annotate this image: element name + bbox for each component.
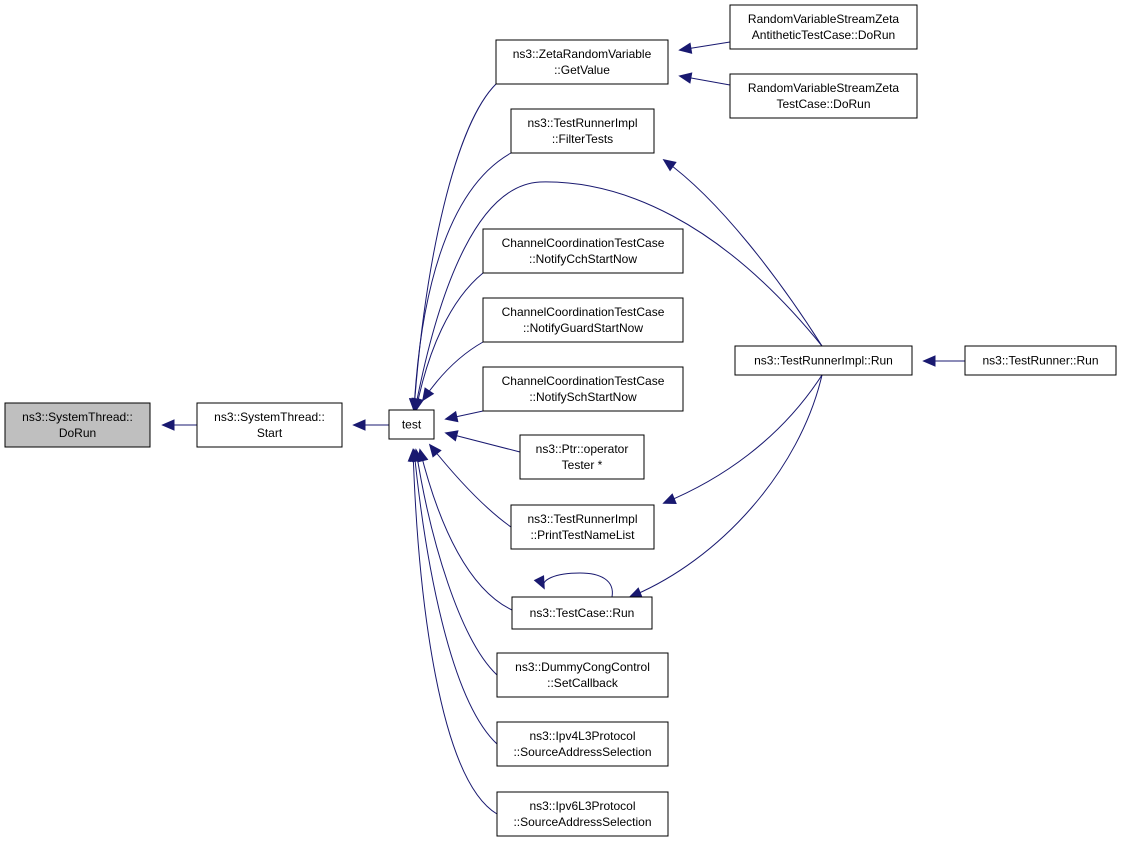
node-box-dummy[interactable] (496, 652, 669, 698)
arrowhead-runnerimpl_run-to-printlist (662, 493, 677, 504)
node-label-printlist-line-0: ns3::TestRunnerImpl (527, 512, 637, 526)
edge-ptr-to-test (445, 432, 521, 453)
node-label-dorun-line-0: ns3::SystemThread:: (22, 410, 133, 424)
node-label-filtertests-line-1: ::FilterTests (552, 132, 613, 146)
node-box-sch[interactable] (482, 366, 684, 412)
edge-runnerimpl_run-to-filtertests (663, 159, 823, 347)
node-box-test[interactable] (388, 409, 435, 440)
node-label-ipv6-line-1: ::SourceAddressSelection (513, 815, 651, 829)
node-label-ptr-line-1: Tester * (562, 458, 603, 472)
node-box-zeta_anti[interactable] (729, 4, 918, 50)
call-graph-edges (161, 41, 965, 815)
arrowhead-zeta_tc-to-zeta_getvalue (678, 72, 693, 84)
arrowhead-ipv6-to-test (407, 448, 420, 462)
node-ipv4[interactable]: ns3::Ipv4L3Protocol::SourceAddressSelect… (496, 721, 669, 767)
node-box-ptr[interactable] (519, 434, 645, 480)
edge-dummy-to-test (415, 449, 498, 676)
node-runner_run[interactable]: ns3::TestRunner::Run (964, 345, 1117, 376)
edge-ipv4-to-test (413, 449, 498, 745)
node-box-zeta_tc[interactable] (729, 73, 918, 119)
arrowhead-runnerimpl_run-to-filtertests (662, 158, 677, 172)
node-label-tc_run-line-0: ns3::TestCase::Run (530, 606, 635, 620)
node-label-runner_run-line-0: ns3::TestRunner::Run (982, 354, 1098, 368)
node-start[interactable]: ns3::SystemThread::Start (196, 402, 343, 448)
edge-runnerimpl_run-to-test (414, 181, 823, 411)
node-dummy[interactable]: ns3::DummyCongControl::SetCallback (496, 652, 669, 698)
node-label-dorun-line-1: DoRun (59, 426, 96, 440)
node-box-cch[interactable] (482, 228, 684, 274)
node-test[interactable]: test (388, 409, 435, 440)
node-box-guard[interactable] (482, 297, 684, 343)
node-label-cch-line-0: ChannelCoordinationTestCase (502, 236, 665, 250)
node-label-start-line-0: ns3::SystemThread:: (214, 410, 325, 424)
node-label-ipv4-line-0: ns3::Ipv4L3Protocol (529, 729, 635, 743)
arrowhead-cch-to-test (412, 397, 424, 412)
edge-tc_run-to-tc_run (542, 572, 613, 598)
node-label-zeta_tc-line-0: RandomVariableStreamZeta (748, 81, 900, 95)
edge-tc_run-to-test (419, 449, 513, 611)
arrowhead-tc_run-to-tc_run (533, 575, 545, 590)
call-graph-nodes: ns3::SystemThread::DoRunns3::SystemThrea… (4, 4, 1117, 837)
node-label-zeta_tc-line-1: TestCase::DoRun (776, 97, 870, 111)
node-label-test-line-0: test (402, 418, 422, 432)
node-label-zeta_anti-line-1: AntitheticTestCase::DoRun (752, 28, 895, 42)
node-label-dummy-line-0: ns3::DummyCongControl (515, 660, 650, 674)
node-ipv6[interactable]: ns3::Ipv6L3Protocol::SourceAddressSelect… (496, 791, 669, 837)
edge-printlist-to-test (429, 444, 512, 528)
node-cch[interactable]: ChannelCoordinationTestCase::NotifyCchSt… (482, 228, 684, 274)
node-box-ipv4[interactable] (496, 721, 669, 767)
node-guard[interactable]: ChannelCoordinationTestCase::NotifyGuard… (482, 297, 684, 343)
arrowhead-ptr-to-test (444, 430, 459, 442)
node-label-zeta_anti-line-0: RandomVariableStreamZeta (748, 12, 900, 26)
node-label-zeta_getvalue-line-0: ns3::ZetaRandomVariable (513, 47, 652, 61)
node-dorun[interactable]: ns3::SystemThread::DoRun (4, 402, 151, 448)
arrowhead-guard-to-test (422, 387, 435, 402)
node-box-dorun[interactable] (4, 402, 151, 448)
node-sch[interactable]: ChannelCoordinationTestCase::NotifySchSt… (482, 366, 684, 412)
node-label-printlist-line-1: ::PrintTestNameList (530, 528, 635, 542)
arrowhead-printlist-to-test (428, 443, 442, 458)
arrowhead-test-to-start (352, 419, 366, 431)
node-filtertests[interactable]: ns3::TestRunnerImpl::FilterTests (510, 108, 655, 154)
edge-runnerimpl_run-to-tc_run (629, 374, 823, 598)
node-label-filtertests-line-0: ns3::TestRunnerImpl (527, 116, 637, 130)
node-zeta_getvalue[interactable]: ns3::ZetaRandomVariable::GetValue (495, 39, 669, 85)
edge-filtertests-to-test (413, 152, 512, 411)
arrowhead-runner_run-to-runnerimpl_run (922, 355, 936, 367)
node-label-ipv4-line-1: ::SourceAddressSelection (513, 745, 651, 759)
arrowhead-runnerimpl_run-to-tc_run (628, 587, 643, 598)
edge-ipv6-to-test (412, 449, 498, 815)
arrowhead-start-to-dorun (161, 419, 175, 431)
node-printlist[interactable]: ns3::TestRunnerImpl::PrintTestNameList (510, 504, 655, 550)
node-box-tc_run[interactable] (511, 596, 653, 630)
edge-cch-to-test (415, 272, 484, 411)
node-box-runner_run[interactable] (964, 345, 1117, 376)
node-tc_run[interactable]: ns3::TestCase::Run (511, 596, 653, 630)
node-runnerimpl_run[interactable]: ns3::TestRunnerImpl::Run (734, 345, 913, 376)
node-label-sch-line-1: ::NotifySchStartNow (529, 390, 637, 404)
arrowhead-sch-to-test (444, 410, 459, 423)
node-label-ptr-line-0: ns3::Ptr::operator (536, 442, 629, 456)
node-label-zeta_getvalue-line-1: ::GetValue (554, 63, 610, 77)
node-label-guard-line-0: ChannelCoordinationTestCase (502, 305, 665, 319)
node-label-ipv6-line-0: ns3::Ipv6L3Protocol (529, 799, 635, 813)
node-box-start[interactable] (196, 402, 343, 448)
node-label-start-line-1: Start (257, 426, 283, 440)
edge-runnerimpl_run-to-printlist (663, 374, 823, 504)
node-box-printlist[interactable] (510, 504, 655, 550)
node-label-guard-line-1: ::NotifyGuardStartNow (523, 321, 643, 335)
node-zeta_anti[interactable]: RandomVariableStreamZetaAntitheticTestCa… (729, 4, 918, 50)
node-box-runnerimpl_run[interactable] (734, 345, 913, 376)
node-box-filtertests[interactable] (510, 108, 655, 154)
node-box-ipv6[interactable] (496, 791, 669, 837)
node-label-dummy-line-1: ::SetCallback (547, 676, 619, 690)
node-box-zeta_getvalue[interactable] (495, 39, 669, 85)
arrowhead-zeta_anti-to-zeta_getvalue (678, 42, 693, 54)
node-label-cch-line-1: ::NotifyCchStartNow (529, 252, 637, 266)
node-label-runnerimpl_run-line-0: ns3::TestRunnerImpl::Run (754, 354, 893, 368)
node-label-sch-line-0: ChannelCoordinationTestCase (502, 374, 665, 388)
